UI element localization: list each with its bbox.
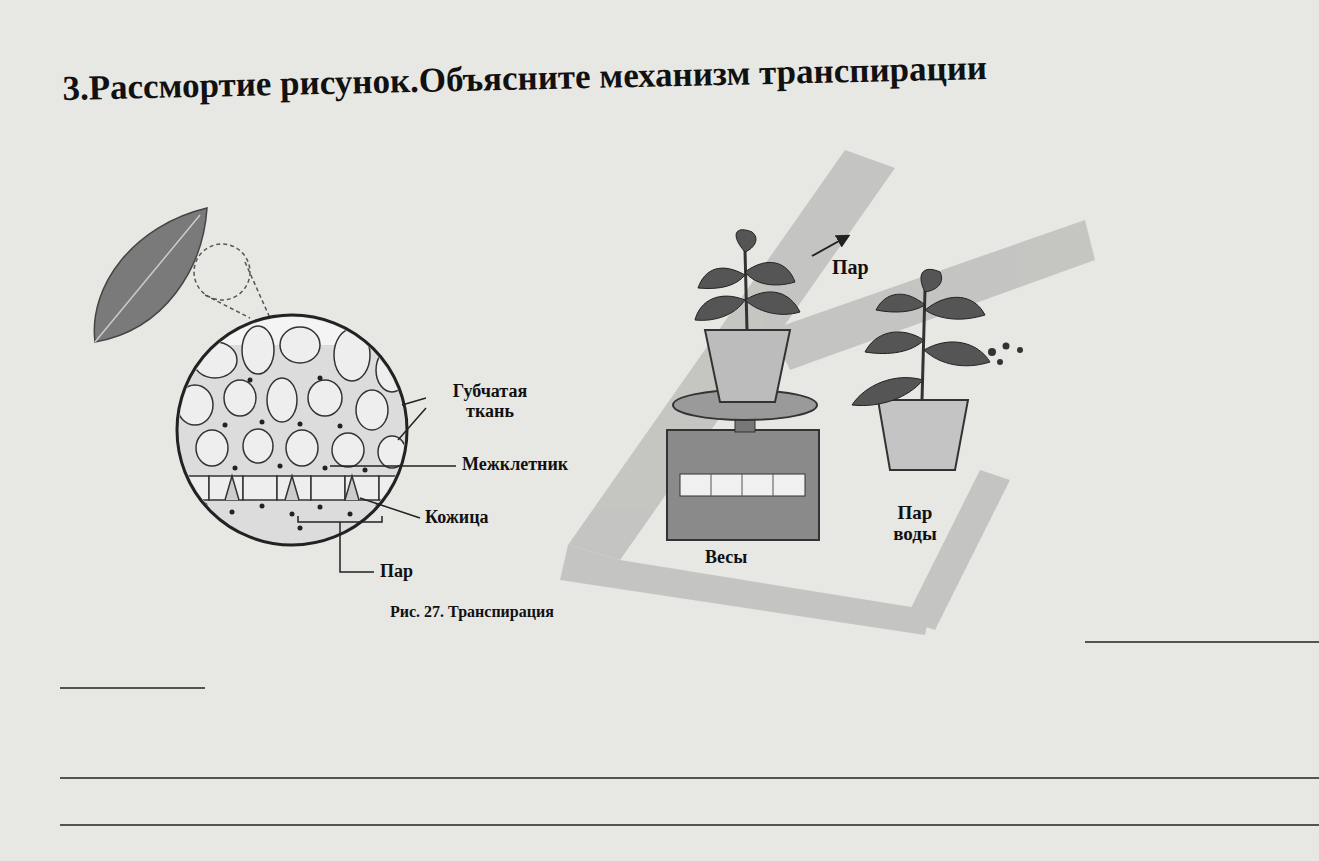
leader-line [298,398,456,572]
part-label: Весы [705,548,747,568]
plant-on-scale [667,230,848,540]
background-band [560,150,1095,635]
page-title: 3.Рассмортие рисунок.Объясните механизм … [62,49,987,108]
leaf-section-lens [175,315,415,545]
part-label: Пар воды [875,503,955,545]
figure-caption: Рис. 27. Транспирация [390,603,554,621]
part-label: Межклетник [462,455,568,475]
part-label: Губчатая ткань [430,382,550,422]
answer-line [60,642,1319,825]
part-label: Кожица [425,508,489,528]
leaf [94,208,270,342]
plant-in-pot [852,269,1023,470]
part-label: Пар [832,256,869,278]
part-label: Пар [380,562,413,582]
